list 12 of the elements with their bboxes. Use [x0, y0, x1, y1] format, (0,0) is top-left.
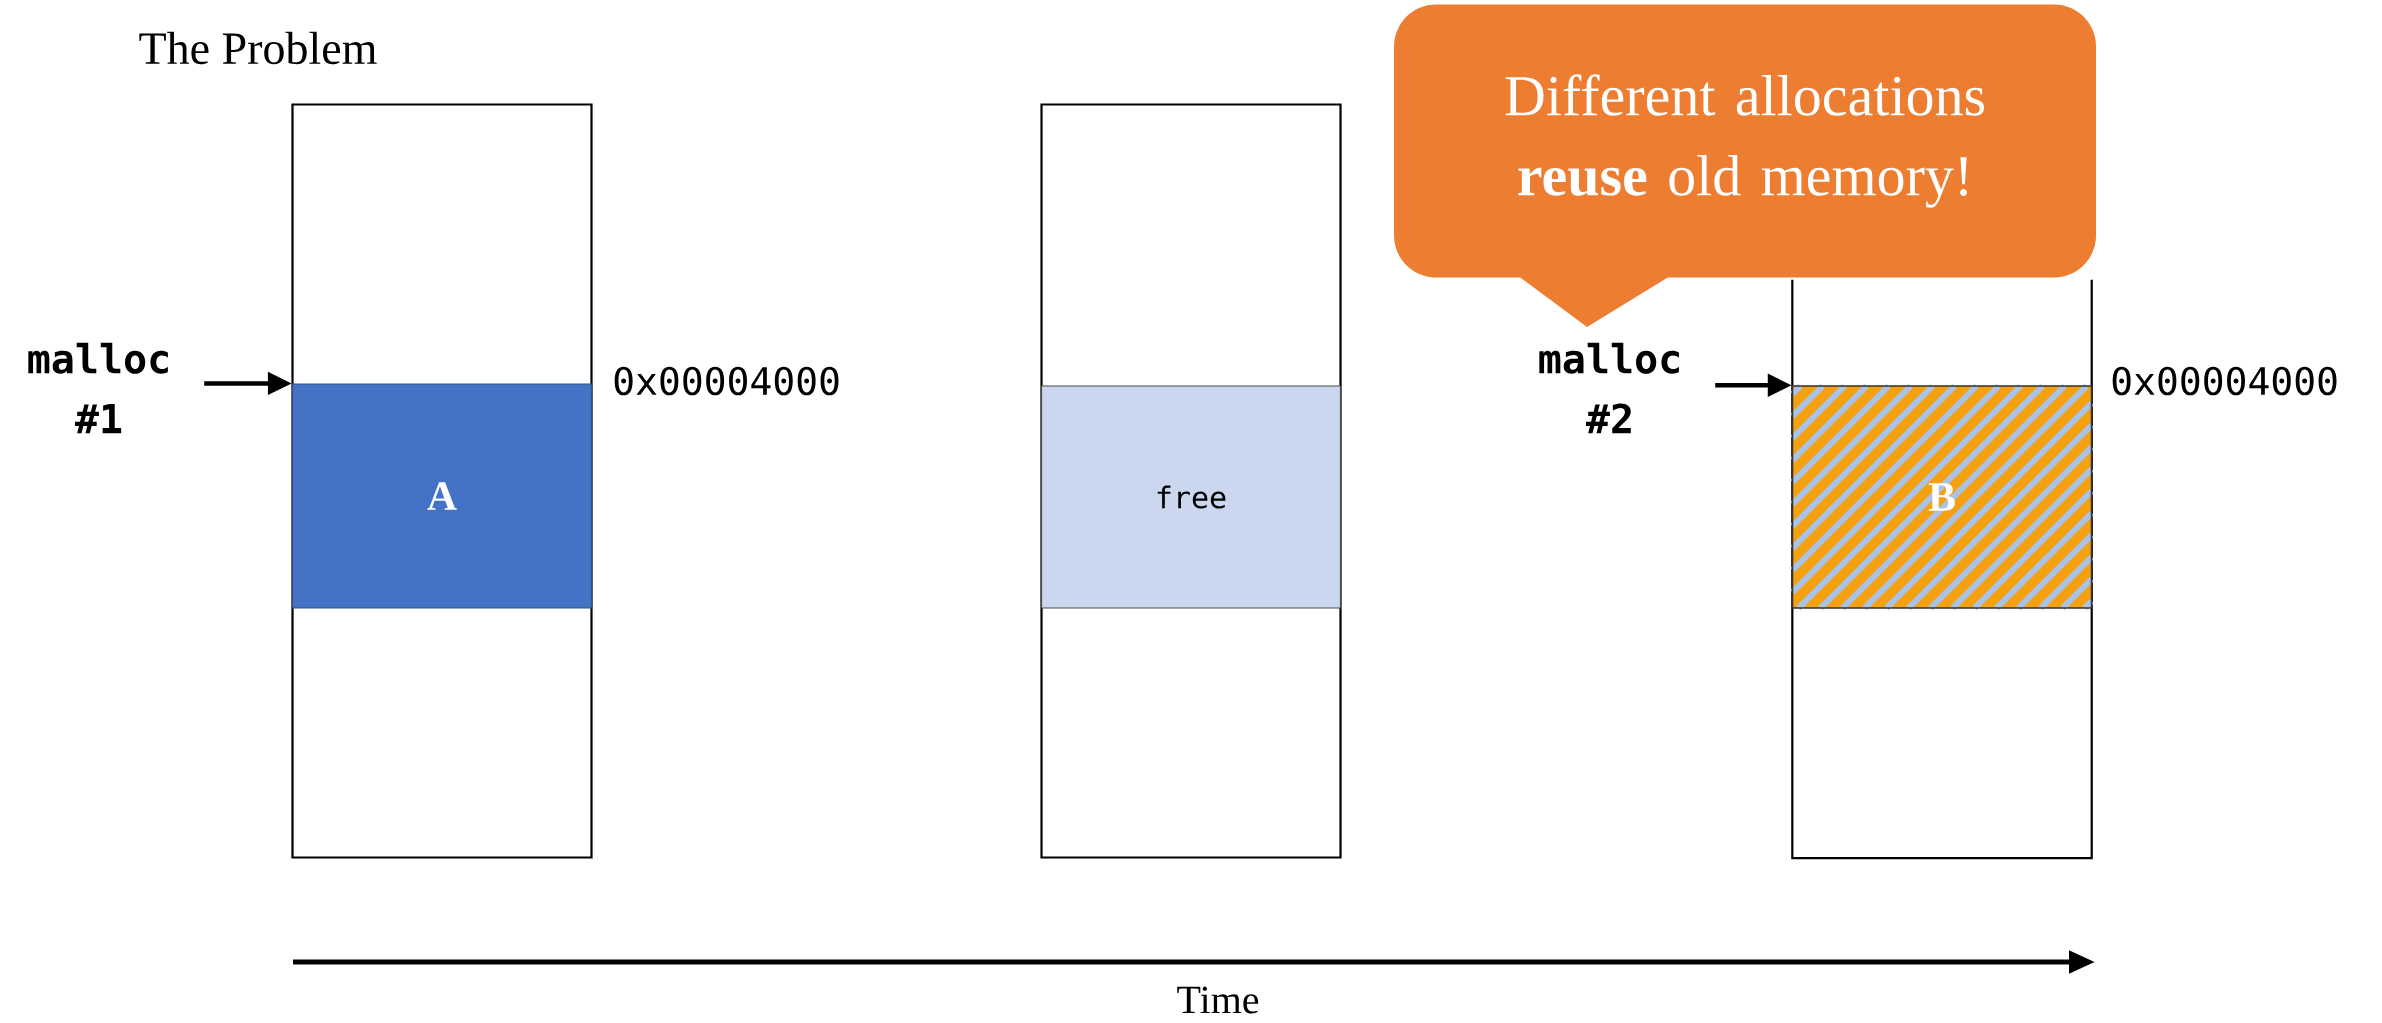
memory-block: A	[291, 383, 593, 609]
malloc-label: malloc #2	[1539, 342, 1679, 434]
title: The Problem	[139, 31, 377, 65]
memory-column	[1040, 103, 1342, 859]
memory-column	[1791, 279, 2093, 860]
address-label: 0x00004000	[2112, 366, 2337, 396]
axis-label: Time	[1177, 986, 1259, 1014]
memory-column	[291, 103, 593, 859]
memory-block: free	[1040, 385, 1342, 609]
speech-bubble: Different allocations reuse old memory!	[1394, 4, 2096, 327]
address-label: 0x00004000	[614, 366, 839, 396]
malloc-label: malloc #1	[28, 342, 168, 434]
